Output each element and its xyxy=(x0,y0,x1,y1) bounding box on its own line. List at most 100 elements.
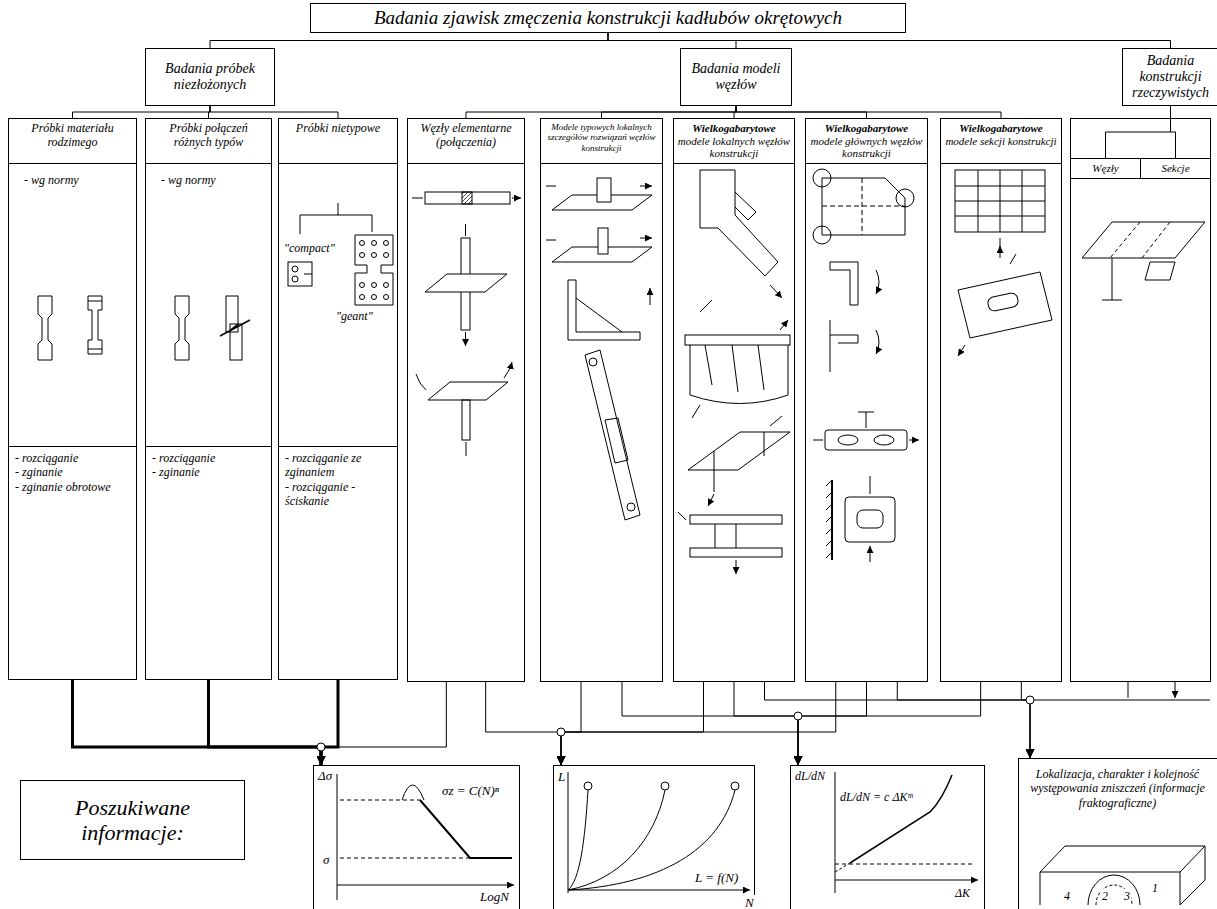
specimen-label: - wg normy xyxy=(23,173,80,188)
axis-label: 3 xyxy=(1123,889,1131,904)
label-group: Węzły xyxy=(1075,162,1136,175)
label-pin: - wg normy xyxy=(160,173,217,188)
axis-label: ΔK xyxy=(954,886,971,901)
label-pin: 3 xyxy=(1123,889,1131,904)
axis-label: L = f(N) xyxy=(694,870,739,886)
perforated-plate xyxy=(813,412,919,450)
column-box: Węzły elementarne (połączenia) xyxy=(407,118,525,682)
label-group: Badania zjawisk zmęczenia konstrukcji ka… xyxy=(315,7,901,29)
sub-box: Węzły xyxy=(1070,158,1141,179)
crack-sketch xyxy=(1040,846,1205,905)
junction-dot xyxy=(1026,696,1034,704)
column-header: Modele typowych lokalnych szczegółów roz… xyxy=(541,119,662,164)
label-pin: "compact" xyxy=(283,241,336,256)
axis-label: dL/dN = c ΔKᵐ xyxy=(839,790,914,805)
axis-label: 2 xyxy=(1101,889,1109,904)
label-group: Poszukiwane informacje: xyxy=(25,795,240,846)
column-heading: modele lokalnych węzłów konstrukcji xyxy=(677,135,791,160)
connector xyxy=(1106,106,1171,158)
knee-model xyxy=(830,262,879,305)
round-specimen xyxy=(88,296,102,354)
category-label: Badania konstrukcji rzeczywistych xyxy=(1127,53,1214,101)
connector xyxy=(486,682,561,765)
info-box: Poszukiwane informacje: xyxy=(20,780,245,860)
junction-dot xyxy=(317,743,325,751)
connector xyxy=(897,682,1030,758)
axis-label: 1 xyxy=(1151,881,1159,896)
column-heading: Próbki połączeń różnych typów xyxy=(149,122,268,150)
connector xyxy=(608,33,1171,48)
caption-text: Lokalizacja, charakter i kolejność wystę… xyxy=(1025,767,1210,810)
axis-label: σz = C(N)ⁿ xyxy=(441,783,500,799)
column-header: Próbki materiału rodzimego xyxy=(9,119,136,164)
test-list: - rozciąganie- zginanie- zginanie obroto… xyxy=(9,446,136,498)
girder-model xyxy=(678,512,782,574)
column-heading: modele sekcji konstrukcji xyxy=(944,135,1058,148)
column-frame xyxy=(1071,119,1211,682)
column-header: Wielkogabarytowemodele lokalnych węzłów … xyxy=(674,119,794,164)
connector xyxy=(1171,106,1176,158)
column-heading: modele głównych węzłów konstrukcji xyxy=(809,135,924,160)
butt-joint xyxy=(412,192,521,204)
label-pin: 2 xyxy=(1101,889,1109,904)
crack-growth-curves xyxy=(568,772,750,893)
test-list: - rozciąganie- zginanie xyxy=(146,446,271,484)
sub-label: Węzły xyxy=(1075,162,1136,175)
chart-box: dL/dN dL/dN = c ΔKᵐΔK xyxy=(790,765,985,909)
flat-specimen xyxy=(175,296,189,360)
large-node-model xyxy=(700,170,782,312)
label-pin: σ xyxy=(322,852,330,868)
category-label: Badania próbek niezłożonych xyxy=(150,61,270,93)
info-heading: Poszukiwane informacje: xyxy=(25,795,240,846)
column-header: Wielkogabarytowemodele głównych węzłów k… xyxy=(806,119,927,164)
test-list: - rozciąganie ze zginaniem- rozciąganie … xyxy=(279,446,397,513)
column-box: Próbki połączeń różnych typów - rozciągan… xyxy=(145,118,272,680)
connector xyxy=(561,682,704,765)
label-pin: L = f(N) xyxy=(694,870,739,886)
connector xyxy=(765,682,1031,758)
grid-section xyxy=(955,170,1045,258)
tree-line xyxy=(300,203,372,234)
column-heading: Próbki nietypowe xyxy=(282,122,394,136)
column-header: Próbki nietypowe xyxy=(279,119,397,164)
sub-label: Sekcje xyxy=(1145,162,1206,175)
flat-specimen xyxy=(38,296,52,360)
label-pin: dL/dN xyxy=(794,769,826,784)
category-box: Badania modeli węzłów xyxy=(680,48,792,106)
welded-specimen xyxy=(220,296,250,360)
connector xyxy=(321,682,446,765)
feed-arrow xyxy=(1128,682,1175,698)
test-type-item: - rozciąganie - ściskanie xyxy=(285,480,391,509)
sub-box: Sekcje xyxy=(1140,158,1211,179)
test-type-item: - zginanie xyxy=(152,465,265,479)
connector xyxy=(1021,682,1030,758)
connector xyxy=(210,33,608,48)
chart-box: Lokalizacja, charakter i kolejność wystę… xyxy=(1018,758,1217,909)
category-box: Badania konstrukcji rzeczywistych xyxy=(1122,48,1217,106)
connector xyxy=(561,682,836,765)
bracket-model xyxy=(830,320,879,372)
column-box: Wielkogabarytowemodele głównych węzłów k… xyxy=(805,118,928,682)
test-type-item: - rozciąganie xyxy=(15,451,130,465)
column-header: Próbki połączeń różnych typów xyxy=(146,119,271,164)
caption-group: Lokalizacja, charakter i kolejność wystę… xyxy=(1025,767,1210,810)
label-pin: "geant" xyxy=(335,309,374,324)
label-pin: dL/dN = c ΔKᵐ xyxy=(839,790,914,805)
bracket-model xyxy=(568,280,650,340)
frame-model xyxy=(813,169,914,244)
label-pin: - wg normy xyxy=(23,173,80,188)
sn-curve xyxy=(337,774,514,900)
axis-label: L xyxy=(557,769,566,785)
connector xyxy=(798,682,867,765)
column-heading: Wielkogabarytowe xyxy=(809,122,924,135)
t-joint xyxy=(416,362,512,456)
label-pin: ΔK xyxy=(954,886,971,901)
column-heading: Węzły elementarne (połączenia) xyxy=(411,122,521,150)
column-box: Wielkogabarytowemodele lokalnych węzłów … xyxy=(673,118,795,682)
connector xyxy=(602,106,737,118)
label-group: Badania konstrukcji rzeczywistych xyxy=(1127,53,1214,101)
column-heading: Wielkogabarytowe xyxy=(677,122,791,135)
title-box: Badania zjawisk zmęczenia konstrukcji ka… xyxy=(310,3,906,33)
column-box: Próbki materiału rodzimego- rozciąganie-… xyxy=(8,118,137,680)
label-pin: 1 xyxy=(1151,881,1159,896)
